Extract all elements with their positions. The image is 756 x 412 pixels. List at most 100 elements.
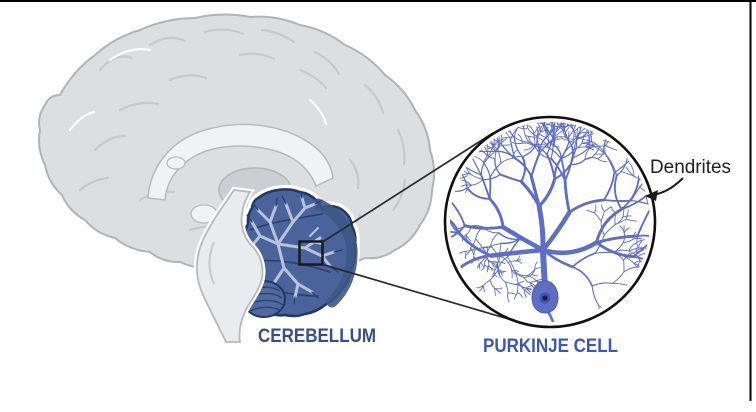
dendrite-branch [623, 318, 634, 321]
dendrite-branch [416, 261, 425, 277]
dendrite-branch [544, 123, 555, 138]
dendrite-branch [437, 178, 448, 189]
dendrites-arrow [645, 177, 684, 201]
dendrite-branch [461, 234, 467, 242]
sulcus-line [78, 176, 110, 192]
dendrite-branch [603, 206, 612, 212]
dendrite-branch [544, 122, 548, 125]
dendrite-branch [629, 128, 638, 141]
zoom-connector-line-bottom [322, 263, 520, 323]
zoom-connector-line-top [322, 132, 494, 243]
dendrite-branch [398, 318, 410, 327]
dendrite-branch [705, 270, 720, 273]
dendrite-branch [642, 135, 649, 148]
dendrite-branch [471, 256, 475, 264]
dendrite-branch [493, 262, 498, 269]
dendrite-branch [603, 151, 618, 177]
dendrite-branch [694, 226, 715, 231]
dendrite-branch [534, 261, 538, 270]
dendrite-branch [670, 246, 692, 257]
dendrite-branch [635, 247, 643, 253]
dendrite-branch [473, 256, 479, 262]
dendrite-branch [633, 260, 642, 264]
dendrite-branch [701, 247, 715, 252]
dendrite-branch [480, 157, 489, 176]
dendrite-branch [488, 265, 493, 272]
dendrite-branch [567, 126, 576, 139]
dendrite-branch [488, 176, 492, 200]
dendrite-branch [513, 137, 524, 158]
dendrite-branch [571, 252, 597, 268]
dendrite-branch [490, 232, 500, 246]
dendrite-branch [523, 289, 527, 298]
dendrite-branch [391, 252, 403, 265]
dendrite-branch [491, 123, 502, 130]
dendrite-branch [463, 133, 467, 146]
dendrite-branch [628, 242, 638, 252]
dendrite-branch [574, 135, 590, 141]
dendrite-branch [576, 128, 585, 141]
dendrite-branch [694, 212, 698, 231]
dendrite-branch [470, 134, 476, 145]
dendrite-branch [553, 122, 556, 138]
dendrite-branch [509, 138, 516, 159]
dendrite-branch [536, 126, 539, 138]
dendrite-branch [524, 134, 538, 138]
dendrite-branch [626, 251, 637, 259]
dendrite-branch [482, 226, 500, 234]
dendrite-branch [513, 157, 533, 178]
dendrite-branch [641, 284, 650, 288]
dendrite-branch [603, 224, 616, 236]
dendrite-branch [516, 282, 519, 294]
dendrite-branch [450, 147, 453, 161]
dendrite-branch [459, 251, 467, 254]
dendrite-branch [632, 231, 637, 240]
dendrite-branch [406, 261, 426, 265]
dendrite-branch [438, 151, 440, 164]
dendrite-branch [698, 237, 711, 238]
dendrite-branch [498, 144, 511, 147]
dendrite-branch [375, 266, 386, 271]
dendrite-branch [514, 270, 519, 284]
dendrite-branch [595, 234, 639, 244]
dendrite-branch [546, 123, 559, 128]
dendrite-branch [542, 122, 548, 125]
dendrite-branch [594, 234, 605, 254]
dendrite-branch [641, 278, 650, 286]
dendrite-branch [482, 148, 489, 163]
dendrite-branch [465, 248, 477, 252]
dendrite-branch [697, 201, 704, 212]
dendrite-branch [571, 139, 578, 159]
dendrite-branch [625, 123, 628, 138]
sulcus-line [98, 55, 134, 72]
dendrite-branch [385, 256, 404, 259]
dendrite-branch [571, 266, 593, 287]
dendrite-branch [523, 145, 534, 151]
sulcus-line [93, 134, 127, 152]
dendrite-branch [613, 249, 630, 253]
dendrite-branch [489, 270, 498, 281]
dendrite-branch [494, 287, 496, 296]
dendrite-branch [450, 212, 461, 235]
dendrite-branch [605, 145, 618, 151]
dendrite-branch [470, 225, 484, 228]
dendrite-branch [716, 226, 733, 232]
dendrite-branch [662, 215, 669, 225]
dendrite-branch [388, 307, 398, 313]
dendrite-branch [470, 238, 477, 249]
dendrite-branch [547, 134, 549, 148]
dendrite-branch [623, 227, 630, 234]
dendrite-branch [626, 126, 633, 140]
dendrite-branch [674, 294, 677, 313]
dendrite-branch [460, 184, 472, 187]
dendrite-branch [690, 199, 702, 207]
dendrite-branch [498, 231, 521, 240]
dendrite-branch [564, 122, 573, 129]
gyrus-highlight [309, 99, 327, 125]
dendrite-branch [388, 303, 398, 307]
dendrite-branch [553, 144, 562, 159]
dendrite-branch [484, 264, 490, 270]
dendrite-branch [623, 266, 638, 273]
dendrite-branch [638, 133, 649, 143]
